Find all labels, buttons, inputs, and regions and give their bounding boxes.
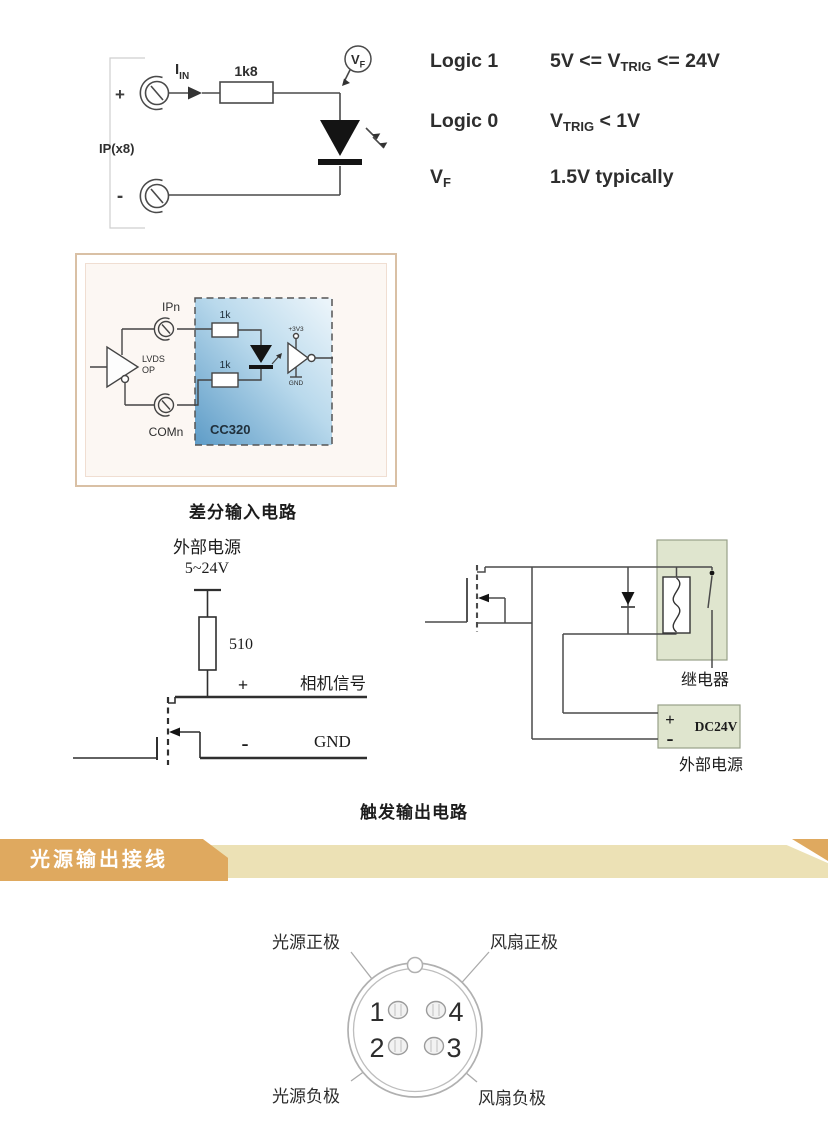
- mosfet-arrow-icon: [478, 593, 489, 603]
- power-range-label: 5~24V: [185, 560, 230, 577]
- minus-sign: -: [242, 731, 249, 755]
- probe-arrow-icon: [342, 78, 350, 86]
- diff-input-image: IPn COMn LVDS OP 1k 1k CC320 +3V3 GND: [85, 263, 387, 477]
- inverter-icon: [287, 341, 310, 375]
- resistor-bottom-label: 1k: [219, 359, 231, 371]
- lvds-label-line1: LVDS: [142, 354, 165, 364]
- logic1-value: 5V <= VTRIG <= 24V: [550, 50, 720, 74]
- plus-sign: +: [115, 85, 125, 104]
- resistor-value-label: 1k8: [234, 63, 258, 79]
- resistor-1k8: [219, 81, 274, 104]
- comn-label: COMn: [149, 425, 184, 439]
- comn-terminal-icon: [157, 396, 175, 414]
- connector-bracket-line: [109, 57, 145, 229]
- resistor-top-label: 1k: [219, 309, 231, 321]
- trigger-output-right-diagram: 继电器 + - DC24V 外部电源: [425, 539, 743, 774]
- resistor-1k-bottom: [211, 372, 239, 388]
- led-diode-icon: [320, 120, 360, 156]
- resistor-510: [198, 616, 217, 671]
- connector-outer-ring: [347, 962, 483, 1098]
- current-arrow-icon: [188, 86, 202, 100]
- cc320-box: [194, 297, 333, 446]
- dc24v-label: DC24V: [695, 719, 738, 734]
- section-title: 光源输出接线: [0, 839, 228, 881]
- logic-level-table: Logic 1 5V <= VTRIG <= 24V Logic 0 VTRIG…: [430, 47, 820, 197]
- diff-input-circuit-diagram: IPn COMn LVDS OP 1k 1k CC320 +3V3 GND: [90, 297, 333, 446]
- pin-4: [425, 1000, 447, 1020]
- diff-input-image-frame: IPn COMn LVDS OP 1k 1k CC320 +3V3 GND: [75, 253, 397, 487]
- led-input-circuit-diagram: + - IIN 1k8 IP(x8) VF: [99, 45, 388, 229]
- pin3-number: 3: [446, 1033, 461, 1063]
- vf-value: 1.5V typically: [550, 166, 674, 188]
- trigger-output-left-diagram: 外部电源 5~24V 510 + 相机信号 - GND: [73, 538, 367, 765]
- minus-terminal-icon: [144, 183, 170, 209]
- logic1-label: Logic 1: [430, 50, 499, 72]
- fan-negative-label: 风扇负极: [478, 1089, 546, 1108]
- mosfet-arrow-icon: [169, 727, 180, 737]
- light-positive-label: 光源正极: [272, 933, 340, 952]
- opto-led-icon: [250, 345, 272, 363]
- ext-power-label: 外部电源: [173, 538, 241, 557]
- logic0-label: Logic 0: [430, 110, 499, 132]
- light-output-connector-diagram: 1 4 2 3 光源正极 风扇正极 光源负极 风扇负极: [272, 933, 558, 1108]
- probe-label: VF: [351, 52, 366, 70]
- resistor-1k-top: [211, 322, 239, 338]
- dc-plus-sign: +: [665, 710, 675, 729]
- cc320-label: CC320: [210, 422, 250, 437]
- supply-label: +3V3: [288, 326, 304, 333]
- ext-power2-label: 外部电源: [679, 756, 743, 774]
- minus-sign: -: [117, 186, 123, 207]
- plus-sign: +: [238, 675, 248, 695]
- pin-2: [387, 1036, 409, 1056]
- dc24v-box: [657, 704, 741, 749]
- pin4-number: 4: [448, 997, 463, 1027]
- camera-signal-label: 相机信号: [300, 674, 366, 693]
- input-port-label: IP(x8): [99, 141, 134, 156]
- vf-probe-icon: [344, 45, 372, 73]
- ipn-label: IPn: [162, 300, 180, 314]
- resistor-510-label: 510: [229, 636, 253, 653]
- lvds-label-line2: OP: [142, 365, 155, 375]
- current-label: IIN: [175, 61, 189, 82]
- pin-3: [423, 1036, 445, 1056]
- trigger-circuit-caption: 触发输出电路: [360, 803, 468, 822]
- dc-minus-sign: -: [667, 726, 674, 750]
- pin1-number: 1: [369, 997, 384, 1027]
- fan-positive-label: 风扇正极: [490, 933, 558, 952]
- ipn-terminal-icon: [157, 320, 175, 338]
- ground-label: GND: [289, 380, 304, 387]
- vf-label: VF: [430, 166, 451, 190]
- pin-1: [387, 1000, 409, 1020]
- relay-label: 继电器: [681, 671, 729, 689]
- gnd-label: GND: [314, 732, 351, 751]
- light-negative-label: 光源负极: [272, 1087, 340, 1106]
- logic0-value: VTRIG < 1V: [550, 110, 641, 134]
- section-banner: 光源输出接线: [0, 839, 828, 881]
- pin2-number: 2: [369, 1033, 384, 1063]
- connector-key-notch: [406, 956, 424, 974]
- plus-terminal-icon: [144, 80, 170, 106]
- diff-circuit-caption: 差分输入电路: [189, 503, 297, 522]
- diode-icon: [621, 592, 635, 605]
